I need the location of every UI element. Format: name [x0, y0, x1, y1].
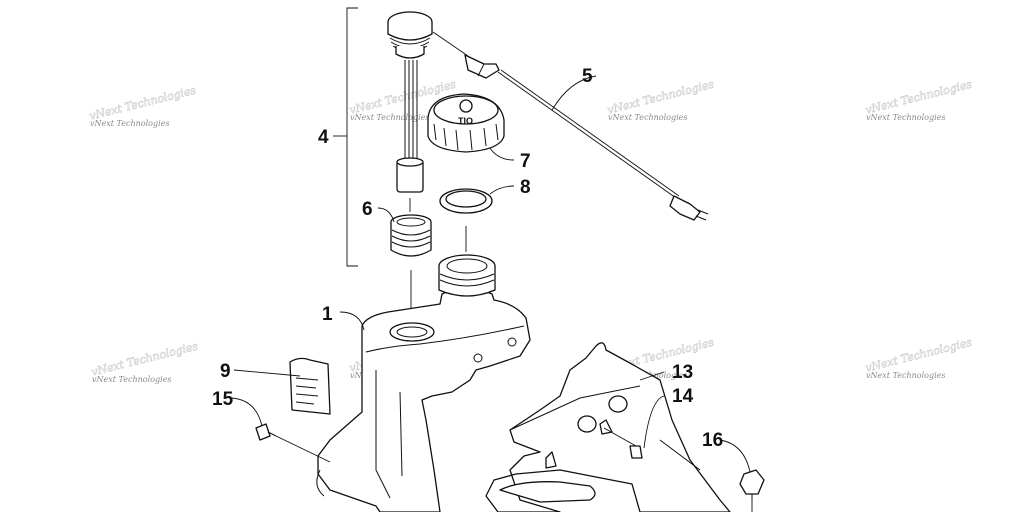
grommet	[390, 214, 432, 320]
svg-text:vNext Technologies: vNext Technologies	[90, 119, 169, 128]
svg-text:vNext Technologies: vNext Technologies	[608, 113, 687, 122]
callout-13: 13	[672, 362, 693, 383]
callout-15: 15	[212, 389, 234, 410]
cap-label: TIO	[458, 116, 473, 126]
leader-lines	[231, 75, 751, 473]
callout-7: 7	[520, 151, 531, 172]
callout-4: 4	[318, 127, 329, 148]
screw-14	[603, 427, 643, 459]
gasket	[439, 188, 493, 252]
svg-text:vNext Technologies: vNext Technologies	[88, 83, 198, 122]
bolt-16	[739, 469, 765, 512]
callouts: 1 4 5 6 7 8 9 13 14 15 16	[212, 66, 723, 451]
decal	[289, 357, 331, 415]
svg-text:vNext Technologies: vNext Technologies	[350, 113, 429, 122]
watermark-3: vNext Technologies vNext Technologies	[606, 77, 716, 122]
mounting-bracket	[485, 342, 731, 512]
svg-text:vNext Technologies: vNext Technologies	[90, 339, 200, 378]
callout-9: 9	[220, 361, 231, 382]
callout-6: 6	[362, 199, 373, 220]
watermark-1: vNext Technologies vNext Technologies	[88, 83, 198, 128]
watermark-8: vNext Technologies vNext Technologies	[864, 335, 974, 380]
svg-text:vNext Technologies: vNext Technologies	[864, 77, 974, 116]
svg-text:vNext Technologies: vNext Technologies	[864, 335, 974, 374]
wire-harness	[432, 31, 709, 221]
callout-1: 1	[322, 304, 333, 325]
svg-text:vNext Technologies: vNext Technologies	[866, 113, 945, 122]
watermark-5: vNext Technologies vNext Technologies	[90, 339, 200, 384]
fuel-cap: TIO	[427, 93, 505, 153]
svg-text:vNext Technologies: vNext Technologies	[92, 375, 171, 384]
fuel-tank	[316, 254, 531, 512]
callout-5: 5	[582, 66, 593, 87]
assembly-bracket-4	[333, 7, 358, 267]
svg-text:vNext Technologies: vNext Technologies	[866, 371, 945, 380]
callout-14: 14	[672, 386, 694, 407]
screw-15	[255, 423, 331, 463]
watermarks: vNext Technologies vNext Technologies vN…	[88, 77, 974, 384]
svg-text:vNext Technologies: vNext Technologies	[606, 77, 716, 116]
fuel-level-sender	[387, 11, 433, 212]
callout-16: 16	[702, 430, 723, 451]
watermark-4: vNext Technologies vNext Technologies	[864, 77, 974, 122]
callout-8: 8	[520, 177, 531, 198]
